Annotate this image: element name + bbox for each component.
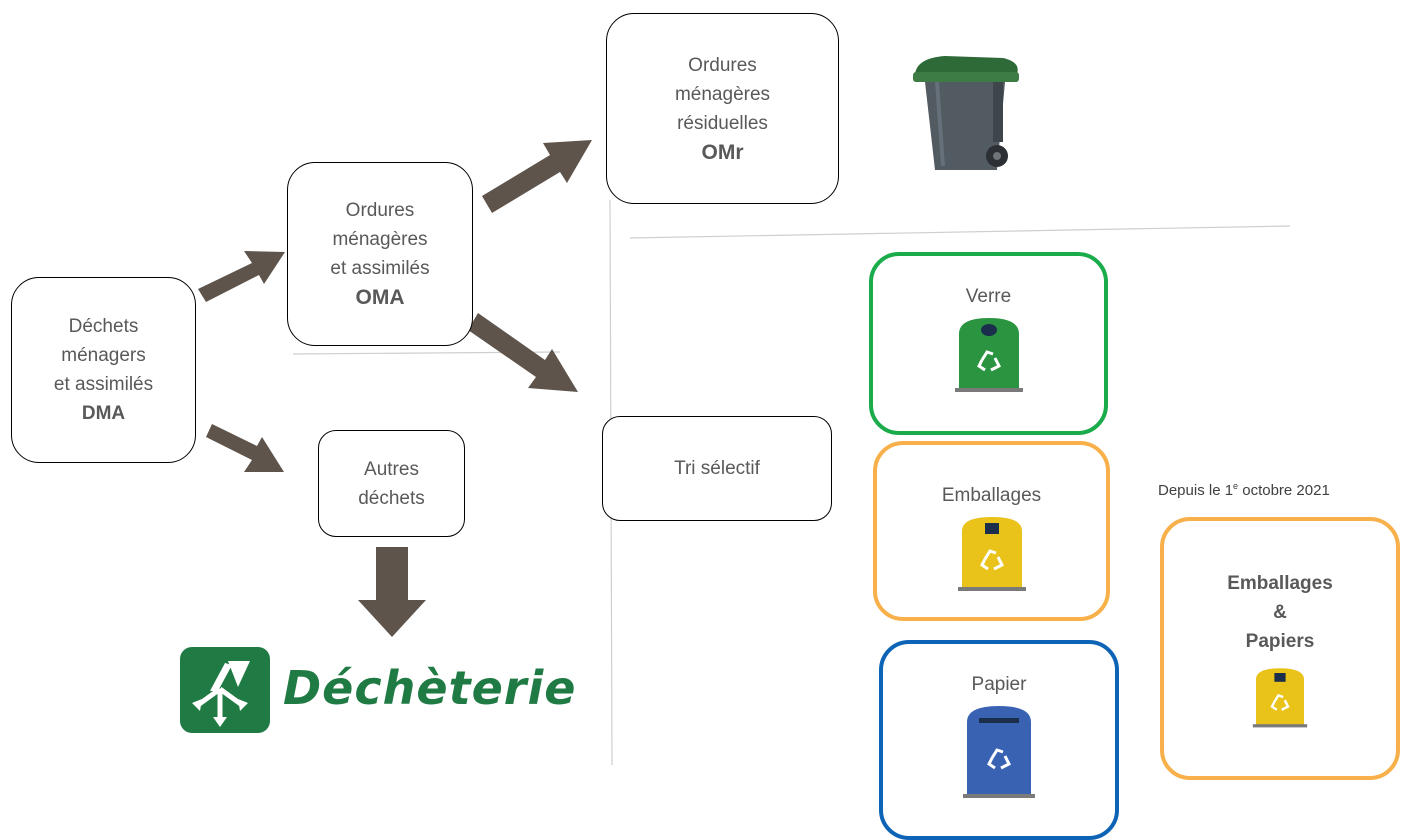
- note-prefix: Depuis le 1: [1158, 482, 1234, 499]
- divider-line: [629, 225, 1291, 239]
- combined-line3: Papiers: [1245, 631, 1315, 652]
- verre-box: Verre: [869, 252, 1108, 435]
- tri-label: Tri sélectif: [674, 458, 760, 479]
- combined-line2: &: [1273, 602, 1287, 623]
- emballages-box: Emballages: [873, 441, 1110, 621]
- omr-abbr: OMr: [701, 140, 744, 164]
- arrow-dma-to-autres: [206, 424, 284, 472]
- autres-line2: déchets: [358, 487, 425, 509]
- decheterie-logo: Déchèterie: [180, 647, 575, 733]
- arrow-autres-to-decheterie: [358, 547, 426, 637]
- paper-container-icon: [963, 706, 1035, 798]
- omr-line1: Ordures: [688, 54, 757, 76]
- dma-line1: Déchets: [68, 316, 139, 337]
- tri-box: Tri sélectif: [602, 416, 832, 521]
- note-sup: e: [1233, 481, 1239, 491]
- omr-line2: ménagères: [674, 83, 771, 105]
- omr-line3: résiduelles: [677, 112, 768, 134]
- glass-container-icon: [954, 318, 1023, 392]
- dma-line3: et assimilés: [53, 374, 154, 395]
- oma-line3: et assimilés: [330, 258, 430, 279]
- decheterie-icon: [180, 647, 270, 733]
- note-suffix: octobre 2021: [1238, 482, 1330, 499]
- arrow-oma-to-tri: [468, 313, 578, 392]
- decheterie-label: Déchèterie: [283, 661, 577, 715]
- arrow-oma-to-omr: [482, 140, 592, 213]
- dma-box: Déchets ménagers et assimilés DMA: [11, 277, 196, 463]
- papier-label: Papier: [971, 674, 1027, 695]
- arrow-dma-to-oma: [198, 251, 285, 302]
- packaging-container-icon: [957, 517, 1026, 591]
- oma-abbr: OMA: [355, 286, 405, 309]
- verre-label: Verre: [965, 286, 1012, 307]
- autres-box: Autres déchets: [318, 430, 465, 537]
- emballages-papiers-box: Emballages & Papiers: [1160, 517, 1400, 780]
- oma-line2: ménagères: [332, 229, 428, 250]
- flow-arrows: [198, 140, 1291, 766]
- oma-line1: Ordures: [345, 200, 415, 221]
- autres-line1: Autres: [364, 458, 419, 480]
- oma-box: Ordures ménagères et assimilés OMA: [287, 162, 473, 346]
- emballages-label: Emballages: [941, 485, 1042, 506]
- omr-box: Ordures ménagères résiduelles OMr: [606, 13, 839, 204]
- papier-box: Papier: [879, 640, 1119, 840]
- date-note: Depuis le 1e octobre 2021: [1158, 481, 1330, 499]
- packaging-paper-container-icon: [1252, 668, 1308, 728]
- wheelie-bin-icon: [913, 56, 1019, 170]
- dma-abbr: DMA: [81, 403, 126, 424]
- combined-line1: Emballages: [1227, 573, 1333, 594]
- dma-line2: ménagers: [61, 345, 146, 366]
